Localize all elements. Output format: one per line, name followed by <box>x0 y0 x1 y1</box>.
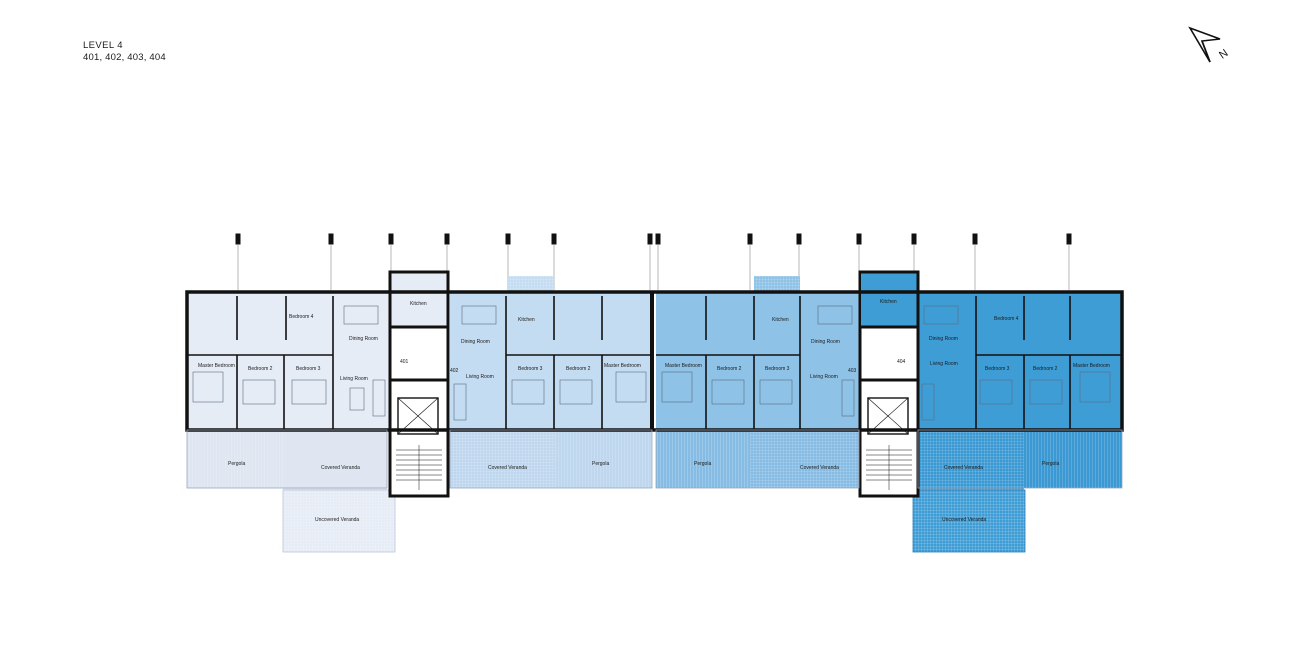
kitchen-label: Kitchen <box>772 317 789 323</box>
pergola-label: Pergola <box>228 461 245 467</box>
unit-404-number: 404 <box>897 359 906 365</box>
kitchen-label: Kitchen <box>880 299 897 305</box>
unit-403 <box>656 276 859 488</box>
unit-401-number: 401 <box>400 359 409 365</box>
furniture <box>192 305 1111 421</box>
bedroom-3-label: Bedroom 3 <box>296 366 321 372</box>
pergola-label: Pergola <box>694 461 711 467</box>
covered-veranda-label: Covered Veranda <box>944 465 983 471</box>
bedroom-2-label: Bedroom 2 <box>248 366 273 372</box>
labels-404: Kitchen Dining Room Bedroom 4 Living Roo… <box>880 299 1110 523</box>
dining-room-label: Dining Room <box>461 339 490 345</box>
unit-403-number: 403 <box>848 368 857 374</box>
living-room-label: Living Room <box>810 374 838 380</box>
uncovered-veranda-label: Uncovered Veranda <box>315 517 359 523</box>
labels-403: Master Bedroom Bedroom 2 Kitchen Bedroom… <box>665 317 840 471</box>
unit-404 <box>862 272 1122 553</box>
living-room-label: Living Room <box>930 361 958 367</box>
living-room-label: Living Room <box>466 374 494 380</box>
bedroom-2-label: Bedroom 2 <box>717 366 742 372</box>
unit-401 <box>187 272 448 553</box>
bedroom-4-label: Bedroom 4 <box>994 316 1019 322</box>
bedroom-3-label: Bedroom 3 <box>985 366 1010 372</box>
master-bedroom-label: Master Bedroom <box>1073 363 1110 369</box>
unit-402 <box>450 276 652 488</box>
master-bedroom-label: Master Bedroom <box>604 363 641 369</box>
covered-veranda-label: Covered Veranda <box>488 465 527 471</box>
kitchen-label: Kitchen <box>410 301 427 307</box>
unit-numbers: 401 402 403 404 <box>400 359 906 374</box>
labels-401: Kitchen Bedroom 4 Dining Room Master Bed… <box>198 301 427 523</box>
unit-402-number: 402 <box>450 368 459 374</box>
bedroom-4-label: Bedroom 4 <box>289 314 314 320</box>
bedroom-3-label: Bedroom 3 <box>518 366 543 372</box>
unit-list: 401, 402, 403, 404 <box>83 52 166 63</box>
labels-402: Dining Room Kitchen Living Room Bedroom … <box>461 317 641 471</box>
exterior-posts <box>235 233 1072 290</box>
dining-room-label: Dining Room <box>349 336 378 342</box>
walls <box>185 270 1124 432</box>
dining-room-label: Dining Room <box>929 336 958 342</box>
level-title: LEVEL 4 <box>83 40 123 51</box>
covered-veranda-label: Covered Veranda <box>321 465 360 471</box>
dining-room-label: Dining Room <box>811 339 840 345</box>
plan-header: LEVEL 4 401, 402, 403, 404 <box>83 40 166 64</box>
pergola-label: Pergola <box>1042 461 1059 467</box>
pergola-label: Pergola <box>592 461 609 467</box>
covered-veranda-label: Covered Veranda <box>800 465 839 471</box>
stair-cores <box>388 378 920 498</box>
bedroom-2-label: Bedroom 2 <box>1033 366 1058 372</box>
living-room-label: Living Room <box>340 376 368 382</box>
terrace-outlines <box>186 429 1123 489</box>
uncovered-veranda-label: Uncovered Veranda <box>942 517 986 523</box>
bedroom-3-label: Bedroom 3 <box>765 366 790 372</box>
bedroom-2-label: Bedroom 2 <box>566 366 591 372</box>
master-bedroom-label: Master Bedroom <box>198 363 235 369</box>
kitchen-label: Kitchen <box>518 317 535 323</box>
master-bedroom-label: Master Bedroom <box>665 363 702 369</box>
north-arrow-icon: N <box>1188 26 1230 63</box>
